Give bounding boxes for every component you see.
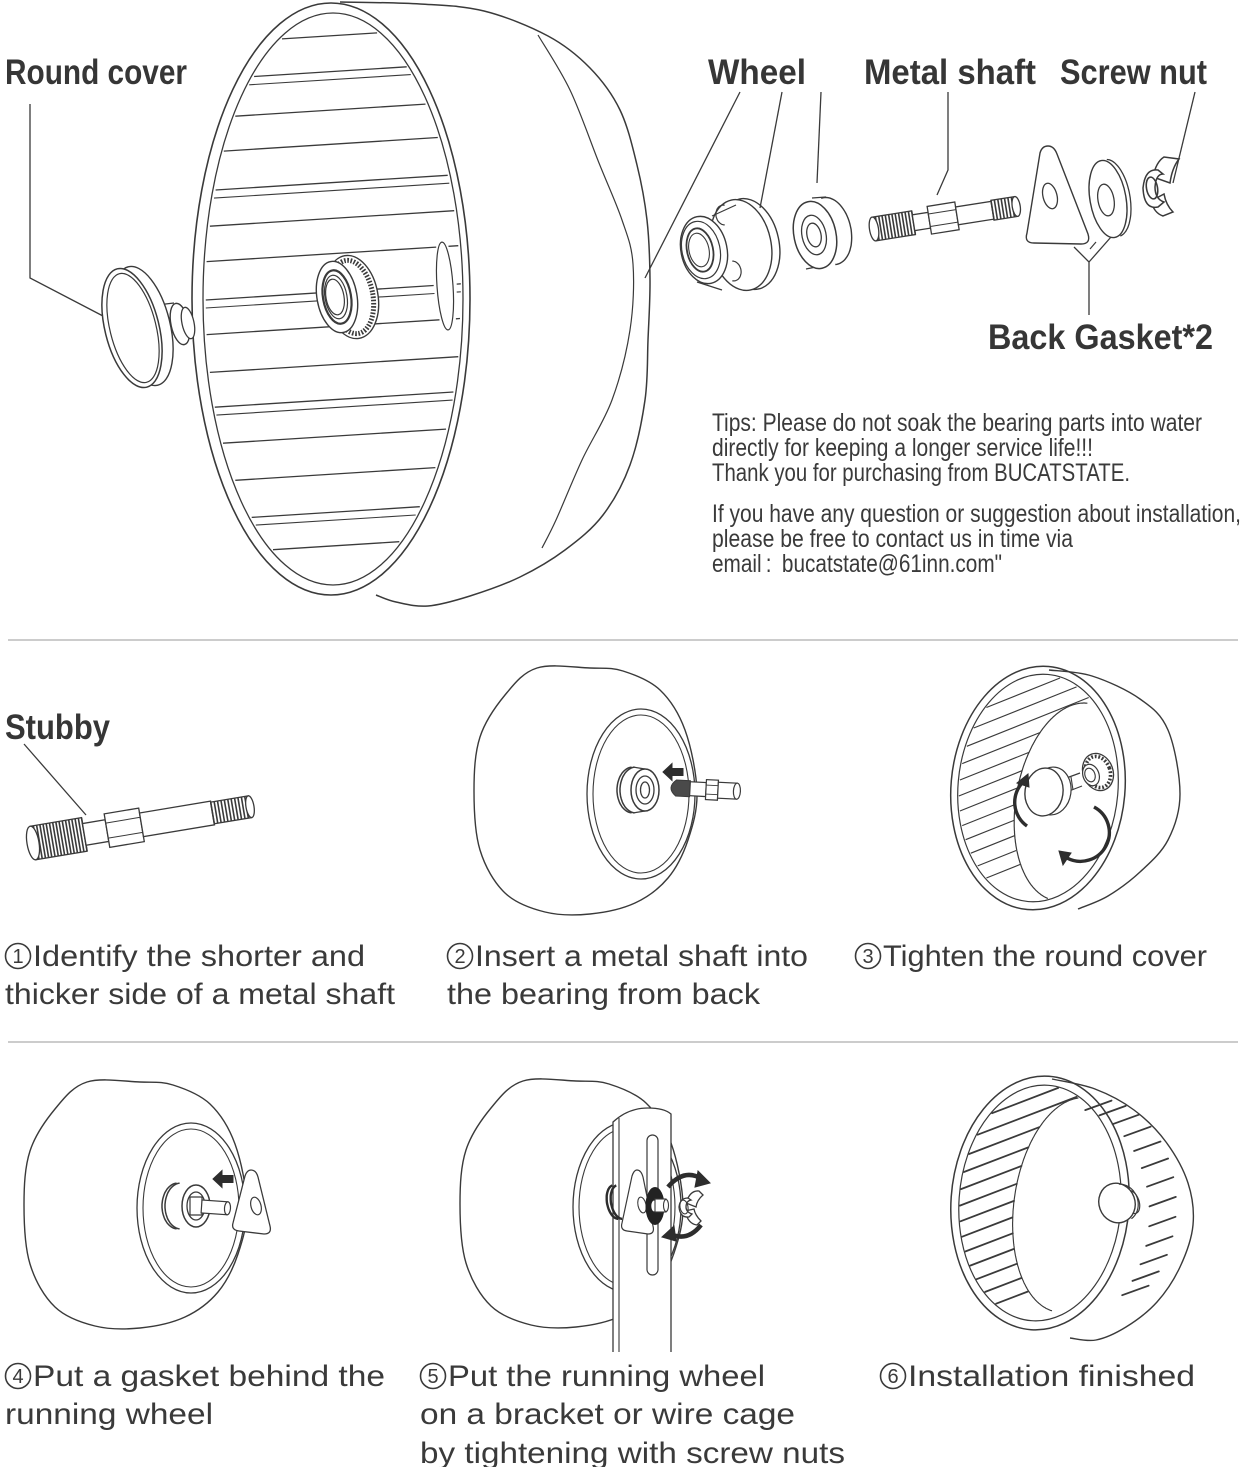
svg-text:Installation finished: Installation finished (908, 1360, 1195, 1393)
svg-text:directly for keeping a longer: directly for keeping a longer service li… (712, 434, 1093, 462)
svg-text:Tips: Please do not soak the b: Tips: Please do not soak the bearing par… (712, 409, 1202, 437)
svg-text:Put a gasket behind the: Put a gasket behind the (33, 1360, 385, 1393)
svg-text:Stubby: Stubby (5, 708, 110, 747)
svg-text:Thank you for purchasing from: Thank you for purchasing from BUCATSTATE… (712, 459, 1130, 487)
svg-text:Tighten the round cover: Tighten the round cover (883, 940, 1207, 973)
svg-text:3: 3 (862, 946, 873, 968)
svg-text:email : bucatstate@61inn.com": email : bucatstate@61inn.com" (712, 550, 1002, 578)
svg-text:Round cover: Round cover (5, 53, 187, 92)
svg-text:Insert a metal shaft into: Insert a metal shaft into (475, 940, 808, 973)
svg-text:4: 4 (12, 1366, 23, 1388)
svg-text:Wheel: Wheel (708, 53, 806, 92)
svg-text:on a bracket or wire cage: on a bracket or wire cage (420, 1398, 795, 1431)
svg-text:1: 1 (12, 946, 23, 968)
svg-text:thicker side of a metal shaft: thicker side of a metal shaft (5, 978, 396, 1011)
svg-text:2: 2 (454, 946, 465, 968)
svg-text:the bearing from back: the bearing from back (447, 978, 761, 1011)
svg-text:Screw nut: Screw nut (1060, 53, 1207, 92)
svg-text:If you have any question or su: If you have any question or suggestion a… (712, 500, 1241, 528)
svg-text:Metal shaft: Metal shaft (864, 53, 1036, 92)
svg-text:5: 5 (427, 1366, 438, 1388)
svg-text:Back Gasket*2: Back Gasket*2 (988, 318, 1213, 357)
svg-text:Put the running wheel: Put the running wheel (448, 1360, 765, 1393)
svg-text:Identify the shorter and: Identify the shorter and (33, 940, 365, 973)
svg-text:6: 6 (887, 1366, 898, 1388)
svg-text:please be free to contact us i: please be free to contact us in time via (712, 525, 1073, 553)
svg-text:running wheel: running wheel (5, 1398, 213, 1431)
svg-text:by tightening with screw nuts: by tightening with screw nuts (420, 1437, 845, 1467)
